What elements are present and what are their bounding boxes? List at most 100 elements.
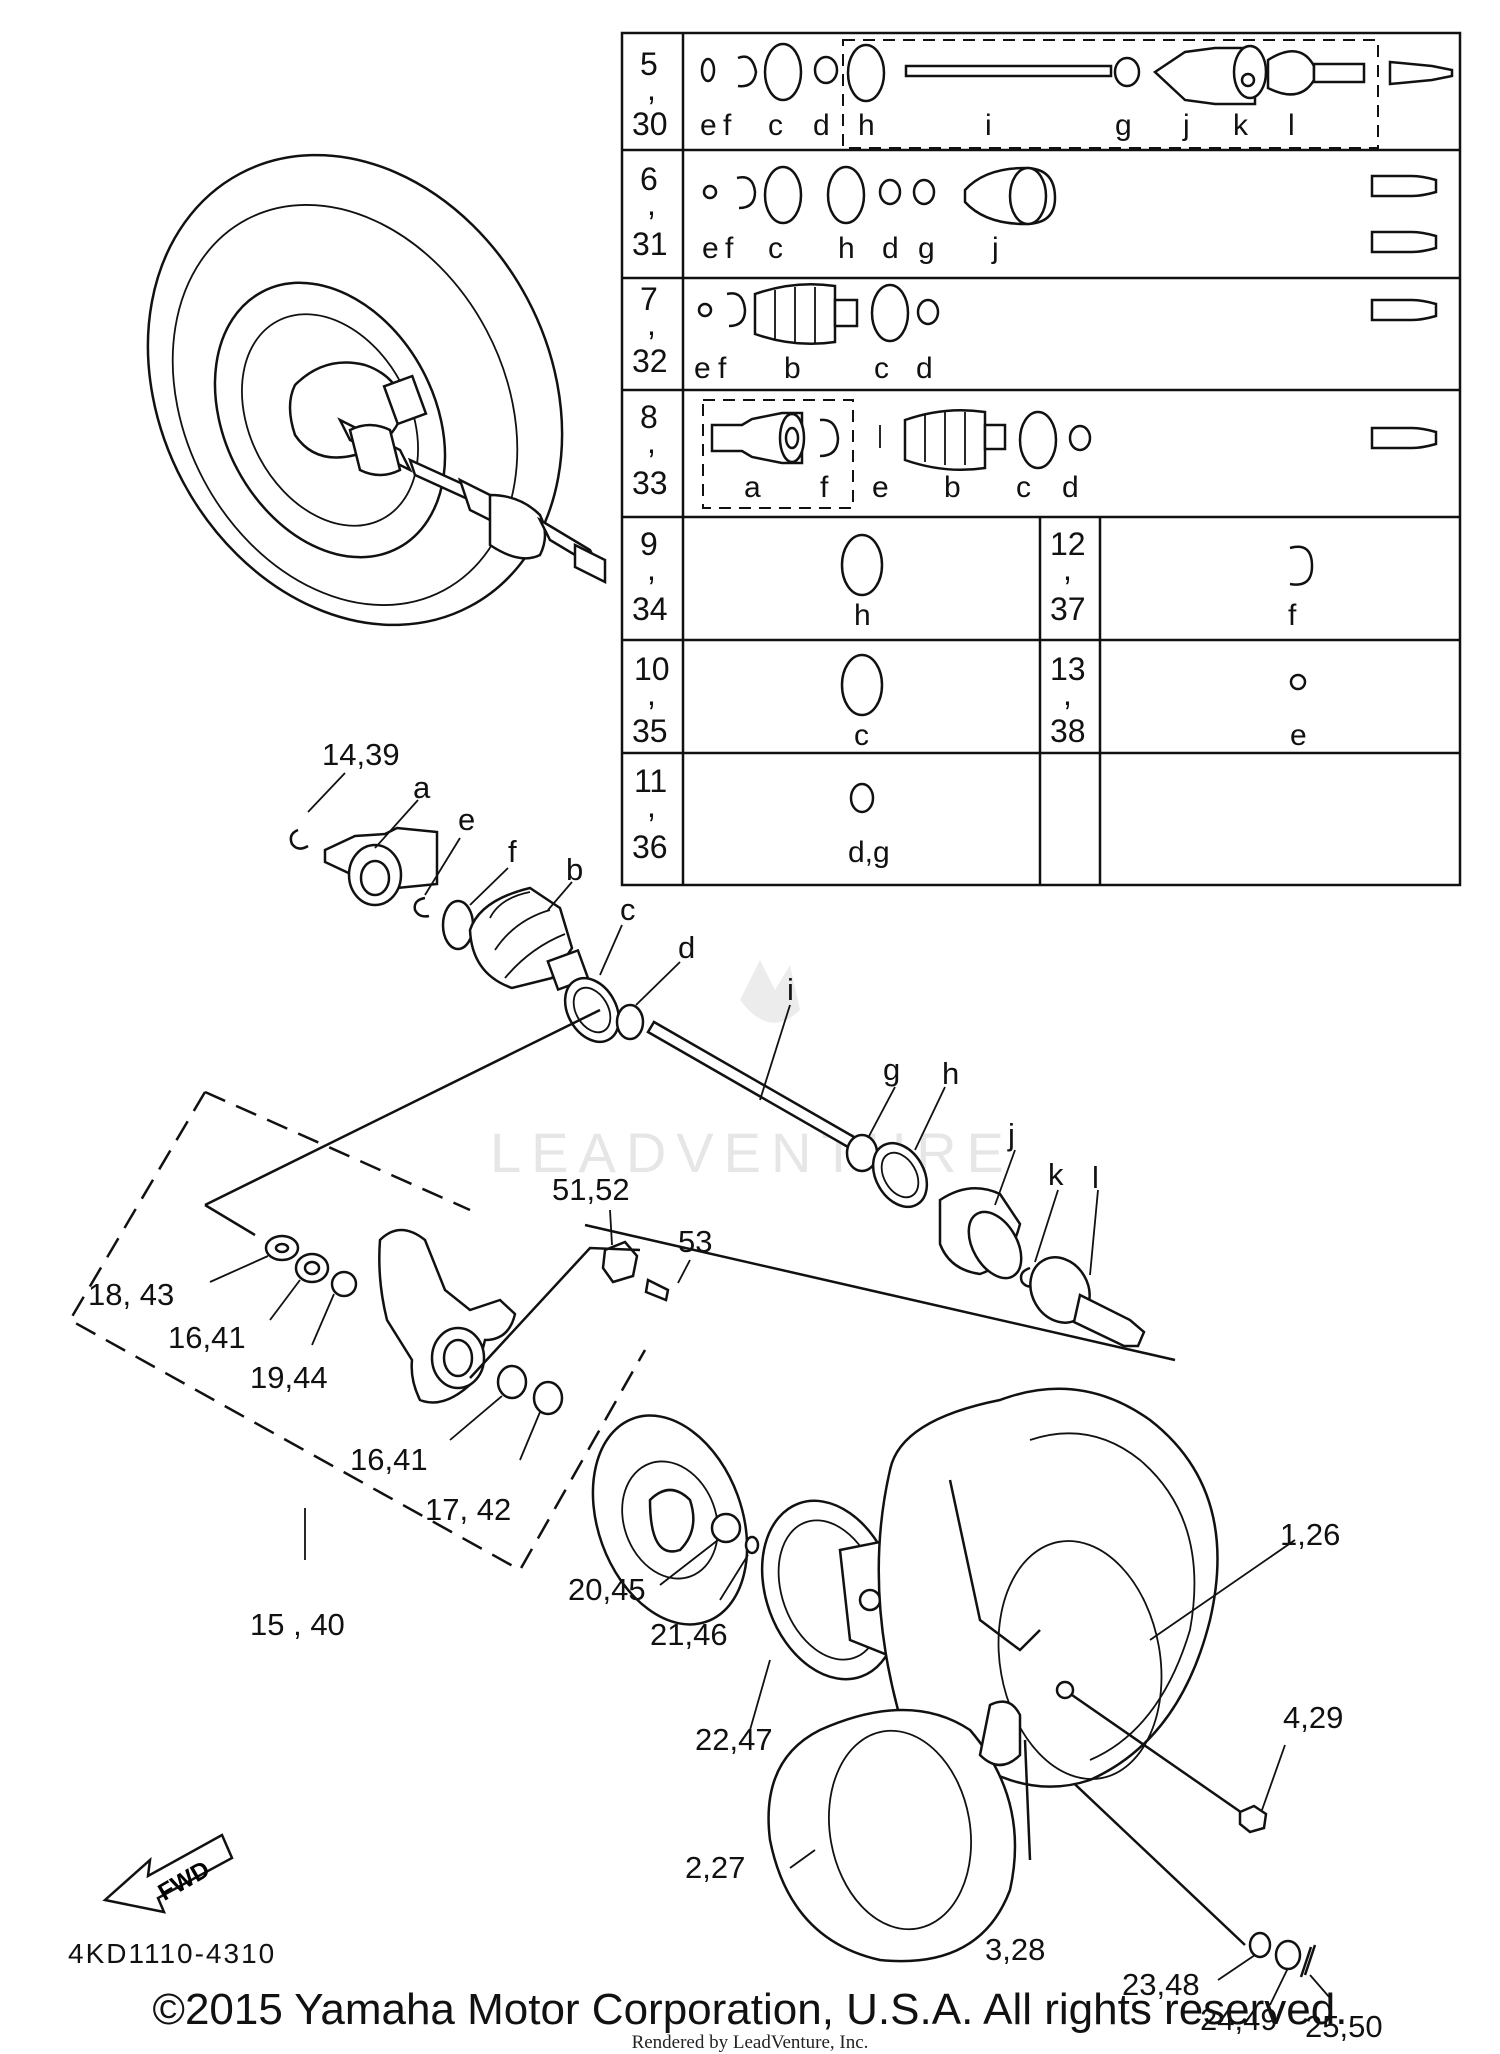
callout-a: a [413, 770, 431, 805]
rendered-by-note: Rendered by LeadVenture, Inc. [631, 2032, 869, 2053]
part-letter: f [820, 471, 829, 504]
row-ref-top: 11 [634, 763, 667, 799]
part-letter: c [874, 352, 889, 385]
row-ref-top: 7 [640, 281, 658, 317]
callout-4-29: 4,29 [1283, 1700, 1343, 1735]
kit-row-11-36: 11 , 36 d,g [632, 763, 890, 869]
part-letter: e [702, 232, 719, 265]
part-letter: c [1016, 471, 1031, 504]
row-ref-bottom: 33 [632, 465, 668, 501]
callout-1-26: 1,26 [1280, 1517, 1340, 1552]
callout-16-41-lower: 16,41 [350, 1442, 428, 1477]
kit-row-5-30: 5 , 30 e f c d h i g j k l [632, 39, 1454, 149]
copyright-notice: ©2015 Yamaha Motor Corporation, U.S.A. A… [152, 1985, 1348, 2034]
callout-22-47: 22,47 [695, 1722, 773, 1757]
row-ref-bottom: 32 [632, 343, 668, 379]
svg-text:,: , [647, 306, 656, 342]
callout-3-28: 3,28 [985, 1932, 1045, 1967]
row-ref-bottom: 35 [632, 713, 668, 749]
assembled-wheel-illustration [146, 153, 607, 627]
part-letter: e [694, 352, 711, 385]
callout-17-42: 17, 42 [425, 1492, 511, 1527]
callout-g: g [883, 1052, 900, 1087]
callout-23-48: 23,48 [1122, 1967, 1200, 2002]
part-letter: h [854, 599, 871, 632]
svg-text:,: , [647, 676, 656, 712]
callout-19-44: 19,44 [250, 1360, 328, 1395]
row-ref-top: 9 [640, 526, 658, 562]
callout-25-50: 25,50 [1305, 2009, 1383, 2044]
part-letter: f [723, 109, 732, 142]
part-letter: e [700, 109, 717, 142]
part-letter: j [991, 232, 999, 265]
part-letter: g [918, 232, 935, 265]
part-letter: g [1115, 109, 1132, 142]
row-ref-top: 13 [1050, 651, 1086, 687]
callout-l: l [1092, 1160, 1099, 1195]
fwd-arrow-icon: FWD [102, 1833, 234, 1914]
part-letter: e [1290, 719, 1307, 752]
kit-row-10-35: 10 , 35 c 13 , 38 e [632, 651, 1307, 752]
callout-k: k [1048, 1157, 1064, 1192]
callout-21-46: 21,46 [650, 1617, 728, 1652]
callout-f: f [508, 834, 517, 869]
row-ref-bottom: 36 [632, 829, 668, 865]
row-ref-bottom: 38 [1050, 713, 1086, 749]
svg-text:,: , [647, 551, 656, 587]
row-ref-top: 8 [640, 399, 658, 435]
callout-c: c [620, 892, 636, 927]
part-letter: f [725, 232, 734, 265]
svg-text:,: , [647, 788, 656, 824]
callout-24-49: 24,49 [1200, 2002, 1278, 2037]
part-letter: c [854, 719, 869, 752]
kit-row-6-31: 6 , 31 e f c h d g j [632, 161, 1438, 265]
callout-b: b [566, 852, 583, 887]
row-ref-top: 6 [640, 161, 658, 197]
callout-15-40: 15 , 40 [250, 1607, 345, 1642]
part-letter: j [1182, 109, 1190, 142]
svg-text:,: , [1063, 676, 1072, 712]
part-letter: d,g [848, 836, 890, 869]
part-letter: l [1288, 109, 1295, 142]
kit-row-8-33: 8 , 33 a f e b c d [632, 399, 1438, 509]
part-letter: d [916, 352, 933, 385]
part-letter: i [985, 109, 992, 142]
row-ref-bottom: 34 [632, 591, 668, 627]
callout-14-39: 14,39 [322, 737, 400, 772]
part-letter: k [1233, 109, 1249, 142]
callout-i: i [787, 972, 794, 1007]
part-letter: d [882, 232, 899, 265]
callout-20-45: 20,45 [568, 1572, 646, 1607]
row-ref-bottom: 31 [632, 226, 668, 262]
callout-51-52: 51,52 [552, 1172, 630, 1207]
part-letter: f [718, 352, 727, 385]
kit-row-9-34: 9 , 34 h 12 , 37 f [632, 526, 1314, 632]
part-letter: d [1062, 471, 1079, 504]
row-ref-bottom: 37 [1050, 591, 1086, 627]
callout-16-41-upper: 16,41 [168, 1320, 246, 1355]
diagram-code: 4KD1110-4310 [68, 1938, 277, 1969]
row-ref-top: 12 [1050, 526, 1086, 562]
svg-text:,: , [647, 186, 656, 222]
part-letter: e [872, 471, 889, 504]
callout-53: 53 [678, 1224, 712, 1259]
callout-18-43: 18, 43 [88, 1277, 174, 1312]
part-letter: h [838, 232, 855, 265]
knuckle-group [68, 1090, 691, 1572]
part-letter: c [768, 109, 783, 142]
svg-text:,: , [647, 71, 656, 107]
kit-row-7-32: 7 , 32 e f b c d [632, 281, 1438, 385]
callout-e: e [458, 802, 475, 837]
part-letter: b [784, 352, 801, 385]
part-letter: a [744, 471, 761, 504]
part-letter: h [858, 109, 875, 142]
tire-wheel-assembly [767, 1387, 1331, 2006]
svg-text:,: , [1063, 551, 1072, 587]
row-ref-bottom: 30 [632, 106, 668, 142]
part-letter: f [1288, 599, 1297, 632]
svg-text:,: , [647, 424, 656, 460]
callout-j: j [1007, 1117, 1015, 1152]
part-letter: b [944, 471, 961, 504]
row-ref-top: 10 [634, 651, 670, 687]
